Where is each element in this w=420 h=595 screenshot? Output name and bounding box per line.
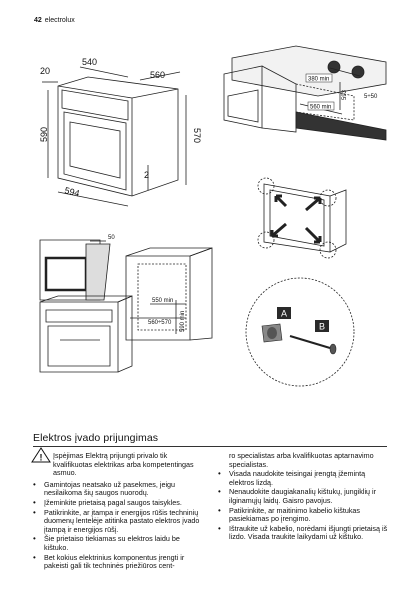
bullet: • (33, 534, 36, 544)
worktop-niche-figure (223, 45, 387, 141)
dim-label: 590 (39, 127, 49, 142)
dim-label: 540 (82, 57, 97, 67)
list-item: • Įžeminkite prietaisą pagal saugos taisy… (33, 497, 203, 508)
fixing-screws-figure (257, 177, 347, 259)
dim-label: 590 min (180, 311, 186, 332)
right-column: ro specialistas arba kvalifikuotas aptar… (218, 451, 388, 543)
bullet: • (218, 523, 221, 533)
column-cabinet-figure (39, 239, 213, 373)
part-label-a: A (281, 309, 287, 319)
dim-label: 550 min (152, 298, 173, 304)
list-item: • Gamintojas neatsako už pasekmes, jeigu … (33, 479, 203, 498)
page-number: 42 (34, 17, 42, 24)
list-item-text: Šie prietaiso tiekiamas su elektros laid… (44, 534, 180, 552)
brand-name: electrolux (44, 17, 75, 24)
section-divider (33, 446, 387, 447)
list-item-text: Bet kokius elektrinius komponentus įreng… (44, 552, 185, 571)
list-item: • Nenaudokite daugiakanalių kištukų, jung… (218, 488, 388, 505)
dim-label: 594 (64, 185, 81, 198)
left-column: Įspėjimas Elektrą prijungti privalo tik … (33, 451, 203, 572)
warning-text: Įspėjimas Elektrą prijungti privalo tik … (53, 451, 194, 478)
list-item-text: Patikrinkite, ar maitinimo kabelio kištu… (229, 505, 361, 524)
bullet: • (218, 487, 221, 497)
section-title: Elektros įvado prijungimas (33, 432, 159, 444)
list-item: • Šie prietaiso tiekiamas su elektros lai… (33, 534, 203, 552)
list-item-text: Nenaudokite daugiakanalių kištukų, jungi… (229, 487, 377, 505)
svg-text:!: ! (40, 453, 43, 463)
dim-label: 2 (144, 170, 149, 180)
dim-label: 50 (108, 235, 115, 241)
screw-parts-figure: A B (245, 277, 355, 387)
bullet: • (218, 469, 221, 479)
oven-dimension-figure (42, 66, 187, 207)
part-label-b: B (319, 322, 325, 332)
list-item: • Ištraukite už kabelio, norėdami išjungt… (218, 523, 388, 542)
dim-label: 593 (342, 89, 348, 100)
list-item-text: Ištraukite už kabelio, norėdami išjungti… (229, 523, 388, 542)
warning-icon-spacer (33, 452, 49, 466)
list-item: • Visada naudokite teisingai įrengtą įžem… (218, 469, 388, 487)
bullet: • (33, 497, 36, 507)
dim-label: 560÷570 (148, 320, 172, 326)
list-item-text: Patikrinkite, ar įtampa ir energijos rūš… (44, 507, 200, 534)
bullet: • (33, 479, 36, 489)
list-item: • Patikrinkite, ar įtampa ir energijos rū… (33, 507, 203, 535)
continued-text: ro specialistas arba kvalifikuotas aptar… (229, 451, 374, 469)
dim-label: 5÷50 (364, 94, 378, 100)
dim-label: 560 (150, 70, 165, 80)
list-item-text: Įžeminkite prietaisą pagal saugos taisyk… (44, 497, 182, 507)
bullet: • (33, 507, 36, 517)
warning-note: Įspėjimas Elektrą prijungti privalo tik … (33, 451, 203, 478)
warning-icon: ! (31, 447, 51, 463)
dim-label: 560 min (310, 105, 331, 111)
dim-label: 570 (192, 128, 202, 143)
bullet: • (218, 505, 221, 515)
list-item: • Bet kokius elektrinius komponentus įren… (33, 552, 203, 571)
dim-label: 380 min (308, 77, 329, 83)
list-item: • Patikrinkite, ar maitinimo kabelio kišt… (218, 505, 388, 524)
dim-label: 20 (40, 66, 50, 76)
list-item-text: Gamintojas neatsako už pasekmes, jeigu n… (44, 479, 176, 498)
list-item-text: Visada naudokite teisingai įrengtą įžemi… (229, 469, 366, 487)
bullet: • (33, 552, 36, 562)
